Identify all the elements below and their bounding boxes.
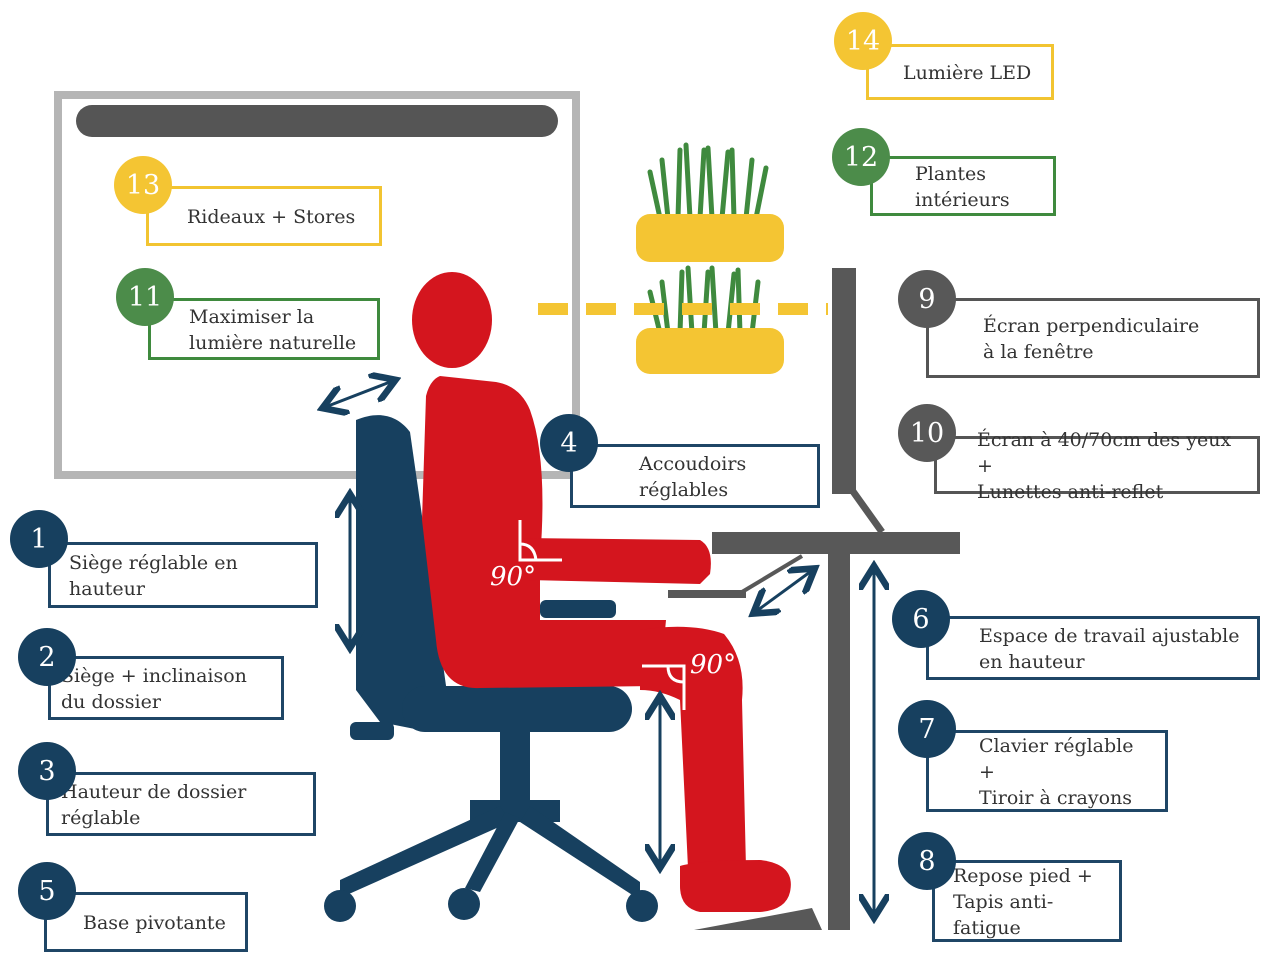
badge-10: 10 <box>898 404 956 462</box>
badge-11: 11 <box>116 268 174 326</box>
knee-angle-label: 90° <box>690 650 737 680</box>
footrest <box>694 908 822 930</box>
desk <box>668 532 960 930</box>
person <box>412 272 791 912</box>
badge-5: 5 <box>18 862 76 920</box>
angle-marks <box>518 520 686 710</box>
adjustment-arrows <box>328 382 874 912</box>
badge-8: 8 <box>898 832 956 890</box>
badge-1: 1 <box>10 510 68 568</box>
badge-13: 13 <box>114 156 172 214</box>
monitor <box>832 268 885 535</box>
badge-2: 2 <box>18 628 76 686</box>
plant-lower <box>636 265 784 374</box>
badge-9: 9 <box>898 270 956 328</box>
badge-3: 3 <box>18 742 76 800</box>
hip-angle-label: 90° <box>490 562 537 592</box>
badge-14: 14 <box>834 12 892 70</box>
plant-upper <box>636 142 784 262</box>
chair <box>324 415 658 922</box>
badge-12: 12 <box>832 128 890 186</box>
badge-4: 4 <box>540 414 598 472</box>
badge-7: 7 <box>898 700 956 758</box>
badge-6: 6 <box>892 590 950 648</box>
